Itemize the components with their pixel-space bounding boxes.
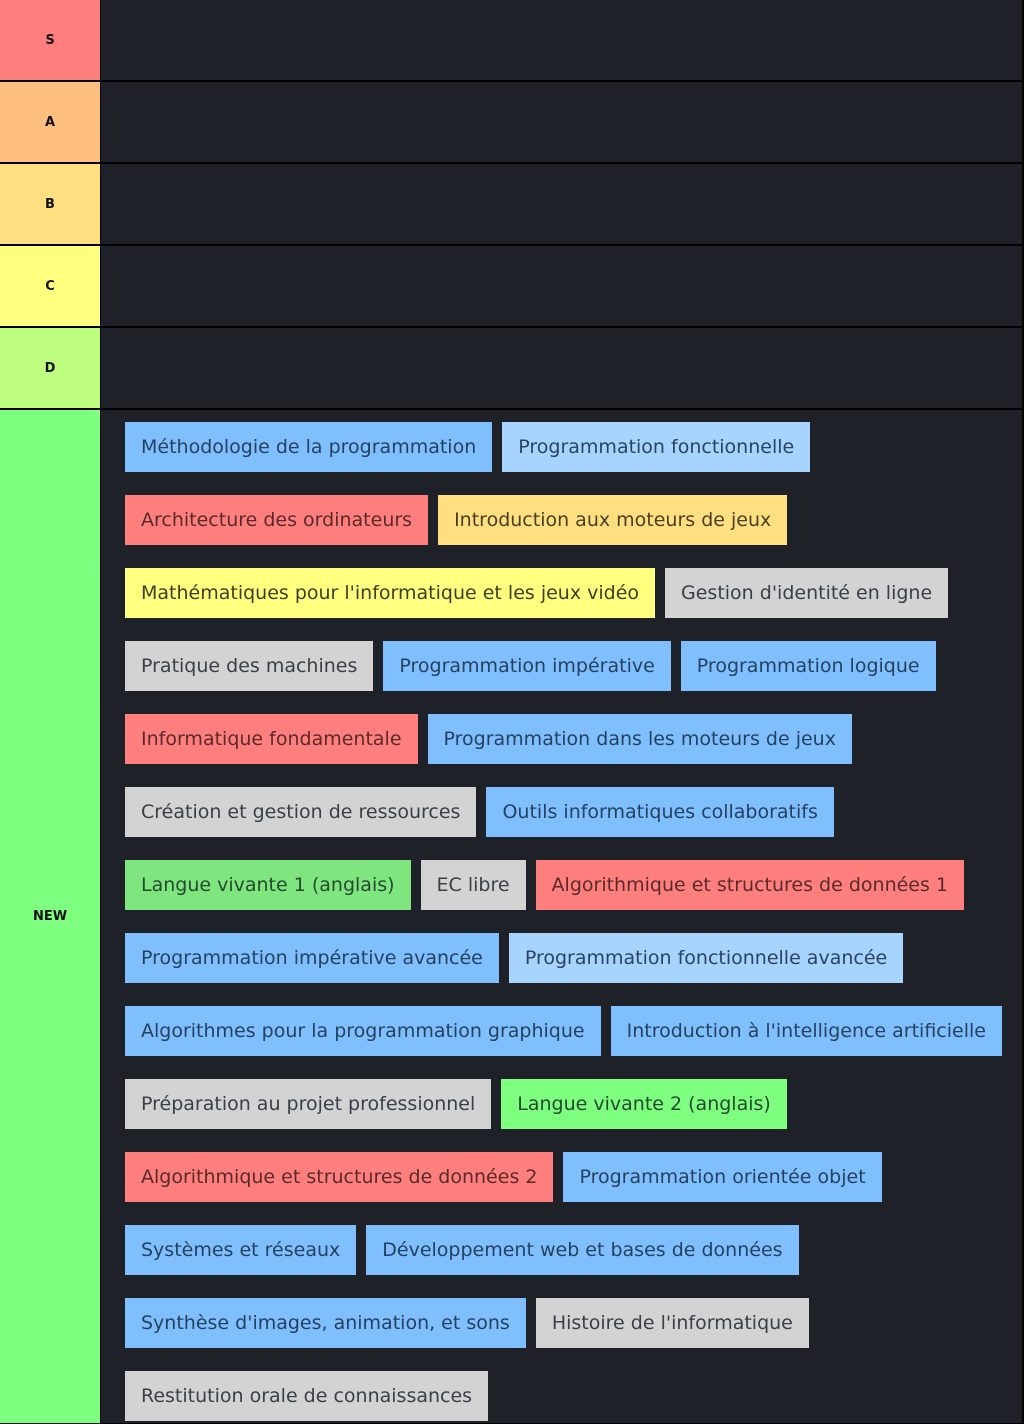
tier-item[interactable]: Pratique des machines — [125, 641, 374, 691]
tier-row-d: D — [0, 328, 1024, 408]
tier-label-c[interactable]: C — [0, 246, 100, 326]
tier-label-a[interactable]: A — [0, 82, 100, 162]
tier-label-b[interactable]: B — [0, 164, 100, 244]
tier-dropzone-new[interactable]: Méthodologie de la programmation Program… — [101, 410, 1022, 1423]
tier-item[interactable]: Préparation au projet professionnel — [125, 1079, 492, 1129]
tier-item[interactable]: Développement web et bases de données — [366, 1225, 799, 1275]
tier-item[interactable]: Informatique fondamentale — [125, 714, 418, 764]
tier-item[interactable]: Programmation impérative avancée — [125, 933, 499, 983]
tier-item[interactable]: Programmation logique — [680, 641, 936, 691]
tier-dropzone-b[interactable] — [101, 164, 1022, 244]
tier-item[interactable]: Restitution orale de connaissances — [125, 1371, 489, 1421]
tier-dropzone-d[interactable] — [101, 328, 1022, 408]
tier-item[interactable]: EC libre — [420, 860, 526, 910]
tier-item[interactable]: Gestion d'identité en ligne — [665, 568, 949, 618]
tier-item[interactable]: Programmation impérative — [383, 641, 671, 691]
tier-item[interactable]: Outils informatiques collaboratifs — [486, 787, 834, 837]
tier-item[interactable]: Architecture des ordinateurs — [125, 495, 429, 545]
tier-item[interactable]: Mathématiques pour l'informatique et les… — [125, 568, 656, 618]
tier-row-c: C — [0, 246, 1024, 326]
tier-item[interactable]: Histoire de l'informatique — [535, 1298, 809, 1348]
tier-row-a: A — [0, 82, 1024, 162]
tier-dropzone-a[interactable] — [101, 82, 1022, 162]
tier-item[interactable]: Programmation fonctionnelle avancée — [508, 933, 904, 983]
tier-item[interactable]: Méthodologie de la programmation — [125, 422, 493, 472]
tier-item[interactable]: Introduction aux moteurs de jeux — [438, 495, 788, 545]
tier-item[interactable]: Programmation dans les moteurs de jeux — [427, 714, 852, 764]
tier-item[interactable]: Programmation fonctionnelle — [502, 422, 811, 472]
tier-item[interactable]: Introduction à l'intelligence artificiel… — [610, 1006, 1002, 1056]
tier-label-s[interactable]: S — [0, 0, 100, 80]
tier-item[interactable]: Création et gestion de ressources — [125, 787, 477, 837]
tier-dropzone-s[interactable] — [101, 0, 1022, 80]
tier-item[interactable]: Synthèse d'images, animation, et sons — [125, 1298, 526, 1348]
tier-item[interactable]: Langue vivante 1 (anglais) — [125, 860, 411, 910]
tier-row-b: B — [0, 164, 1024, 244]
tier-label-d[interactable]: D — [0, 328, 100, 408]
tier-item[interactable]: Algorithmes pour la programmation graphi… — [125, 1006, 601, 1056]
tier-item[interactable]: Systèmes et réseaux — [125, 1225, 357, 1275]
tier-row-s: S — [0, 0, 1024, 80]
tier-item[interactable]: Langue vivante 2 (anglais) — [501, 1079, 787, 1129]
tier-dropzone-c[interactable] — [101, 246, 1022, 326]
tier-label-new[interactable]: NEW — [0, 410, 100, 1423]
tier-row-new: NEW Méthodologie de la programmation Pro… — [0, 410, 1024, 1423]
tier-item[interactable]: Programmation orientée objet — [563, 1152, 882, 1202]
tier-item[interactable]: Algorithmique et structures de données 1 — [535, 860, 965, 910]
tier-item[interactable]: Algorithmique et structures de données 2 — [125, 1152, 554, 1202]
